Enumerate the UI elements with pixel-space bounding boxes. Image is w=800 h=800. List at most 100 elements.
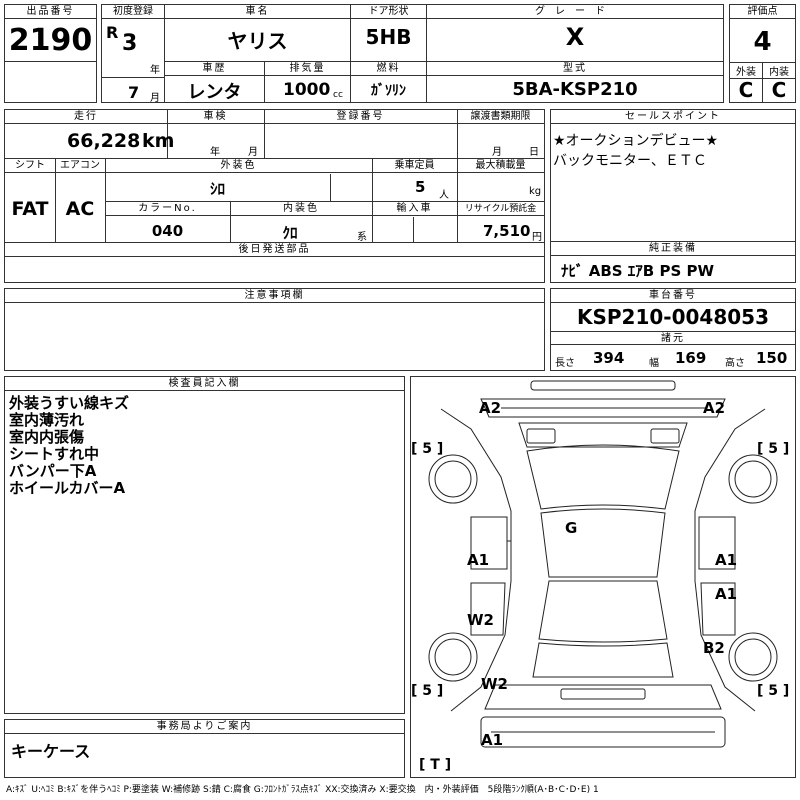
- ext-color-value: ｼﾛ: [209, 180, 225, 198]
- history-value: レンタ: [187, 82, 242, 103]
- inspector-note: ホイールカバーA: [9, 479, 126, 497]
- dims-header: 諸元: [551, 331, 795, 345]
- fuel-box: 燃料 ｶﾞｿﾘﾝ: [350, 61, 427, 103]
- lot-header: 出品番号: [5, 5, 96, 19]
- damage-b2-right: B2: [703, 639, 725, 657]
- first-reg-era: R: [106, 23, 119, 42]
- notes-header: 注意事項欄: [5, 289, 544, 303]
- grade-header: グレード: [427, 5, 723, 19]
- tire-front-right: [ 5 ]: [757, 441, 790, 457]
- first-reg-box: 初度登録 R 3 年 7 月: [101, 4, 165, 104]
- equipment-value: ﾅﾋﾞ ABS ｴｱB PS PW: [561, 262, 715, 280]
- grade-box: グレード X: [426, 4, 724, 62]
- tire-front-left: [ 5 ]: [411, 441, 444, 457]
- chassis-header: 車台番号: [551, 289, 795, 303]
- inspector-header: 検査員記入欄: [5, 377, 404, 391]
- int-color-header: 内装色: [230, 202, 372, 216]
- inspector-note: シートすれ中: [9, 445, 100, 463]
- sales-point-box: セールスポイント ★オークションデビュー★ バックモニター、ＥＴＣ: [550, 109, 796, 242]
- regno-header: 登録番号: [264, 110, 457, 124]
- car-name-box: 車名 ヤリス: [164, 4, 351, 62]
- inspector-note: 外装うすい線キズ: [9, 394, 130, 412]
- mileage-unit: km: [142, 130, 175, 152]
- mileage-value: 66,228: [67, 130, 141, 152]
- damage-a1-left: A1: [467, 551, 490, 569]
- first-reg-year: 3: [122, 31, 138, 56]
- max-load-header: 最大積載量: [457, 159, 544, 173]
- later-parts-header: 後日発送部品: [5, 243, 544, 257]
- month-unit: 月: [150, 93, 160, 104]
- import-header: 輸入車: [372, 202, 457, 216]
- damage-g: G: [565, 519, 578, 537]
- max-load-unit: kg: [529, 186, 542, 197]
- history-box: 車歴 レンタ: [164, 61, 265, 103]
- score-header: 評価点: [730, 5, 795, 19]
- first-reg-header: 初度登録: [102, 5, 164, 19]
- mileage-header: 走行: [5, 110, 167, 124]
- recycle-unit: 円: [532, 232, 542, 243]
- width-value: 169: [675, 349, 707, 367]
- model-value: 5BA-KSP210: [512, 79, 638, 100]
- damage-w2-left: W2: [467, 611, 494, 629]
- history-header: 車歴: [165, 62, 264, 76]
- damage-legend: A:ｷｽﾞ U:ﾍｺﾐ B:ｷｽﾞを伴うﾍｺﾐ P:要塗装 W:補修跡 S:錆 …: [6, 785, 599, 795]
- color-no-header: カラーNo.: [105, 202, 230, 216]
- door-box: ドア形状 5HB: [350, 4, 427, 62]
- ext-score-value: C: [738, 78, 754, 102]
- model-header: 型式: [427, 62, 723, 76]
- recycle-value: 7,510: [483, 222, 531, 240]
- ac-value: AC: [65, 198, 95, 220]
- chassis-box: 車台番号 KSP210-0048053 諸元 長さ 394 幅 169 高さ 1…: [550, 288, 796, 371]
- shift-value: FAT: [11, 198, 49, 220]
- notes-box: 注意事項欄: [4, 288, 545, 371]
- recycle-header: リサイクル預託金: [457, 202, 544, 216]
- capacity-value: 5: [415, 178, 426, 196]
- displacement-box: 排気量 1000 cc: [264, 61, 351, 103]
- length-value: 394: [593, 349, 625, 367]
- door-type: 5HB: [365, 25, 412, 49]
- damage-a1-right-2: A1: [715, 585, 738, 603]
- displacement-unit: cc: [333, 90, 343, 100]
- model-box: 型式 5BA-KSP210: [426, 61, 724, 103]
- transfer-month-unit: 月: [492, 147, 502, 158]
- grade-value: X: [565, 23, 585, 51]
- inspector-note: バンパー下A: [9, 462, 97, 480]
- score-box: 評価点 4 外装 内装 C C: [729, 4, 796, 103]
- car-name-header: 車名: [165, 5, 350, 19]
- office-box: 事務局よりご案内 キーケース: [4, 719, 405, 778]
- inspector-box: 検査員記入欄 外装うすい線キズ 室内薄汚れ 室内内張傷 シートすれ中 バンパー下…: [4, 376, 405, 714]
- tire-rear-right: [ 5 ]: [757, 683, 790, 699]
- info-block: 走行 車検 登録番号 譲渡書類期限 66,228 km 年 月 月 日 シフト …: [4, 109, 545, 283]
- int-color-unit: 系: [357, 232, 367, 243]
- inspector-note: 室内内張傷: [9, 428, 85, 446]
- ext-color-header: 外装色: [105, 159, 372, 173]
- ac-header: エアコン: [55, 159, 105, 173]
- score-value: 4: [753, 27, 772, 57]
- spare-tire: [ T ]: [419, 757, 452, 773]
- width-label: 幅: [649, 358, 659, 369]
- inspection-month-unit: 月: [248, 147, 258, 158]
- chassis-number: KSP210-0048053: [576, 305, 770, 329]
- car-diagram-box: A2 A2 G A1 A1 A1 W2 B2 W2 A1 [ 5 ] [ 5 ]…: [410, 376, 796, 778]
- inspector-note: 室内薄汚れ: [9, 411, 85, 429]
- displacement-header: 排気量: [265, 62, 350, 76]
- office-header: 事務局よりご案内: [5, 720, 404, 734]
- damage-w2-left-2: W2: [481, 675, 508, 693]
- damage-a2-right: A2: [703, 399, 726, 417]
- lot-blank: [4, 61, 97, 103]
- damage-a1-bottom: A1: [481, 731, 504, 749]
- inspector-notes: 外装うすい線キズ 室内薄汚れ 室内内張傷 シートすれ中 バンパー下A ホイールカ…: [9, 395, 129, 497]
- tire-rear-left: [ 5 ]: [411, 683, 444, 699]
- int-color-value: ｸﾛ: [282, 224, 298, 242]
- color-no-value: 040: [151, 222, 184, 240]
- sales-point-header: セールスポイント: [551, 110, 795, 124]
- shift-header: シフト: [5, 159, 55, 173]
- capacity-unit: 人: [439, 190, 449, 201]
- car-name: ヤリス: [227, 29, 288, 53]
- equipment-header: 純正装備: [551, 242, 795, 256]
- inspection-header: 車検: [167, 110, 264, 124]
- int-score-header: 内装: [763, 63, 795, 79]
- door-header: ドア形状: [351, 5, 426, 19]
- height-label: 高さ: [725, 358, 745, 369]
- lot-box: 出品番号 2190: [4, 4, 97, 62]
